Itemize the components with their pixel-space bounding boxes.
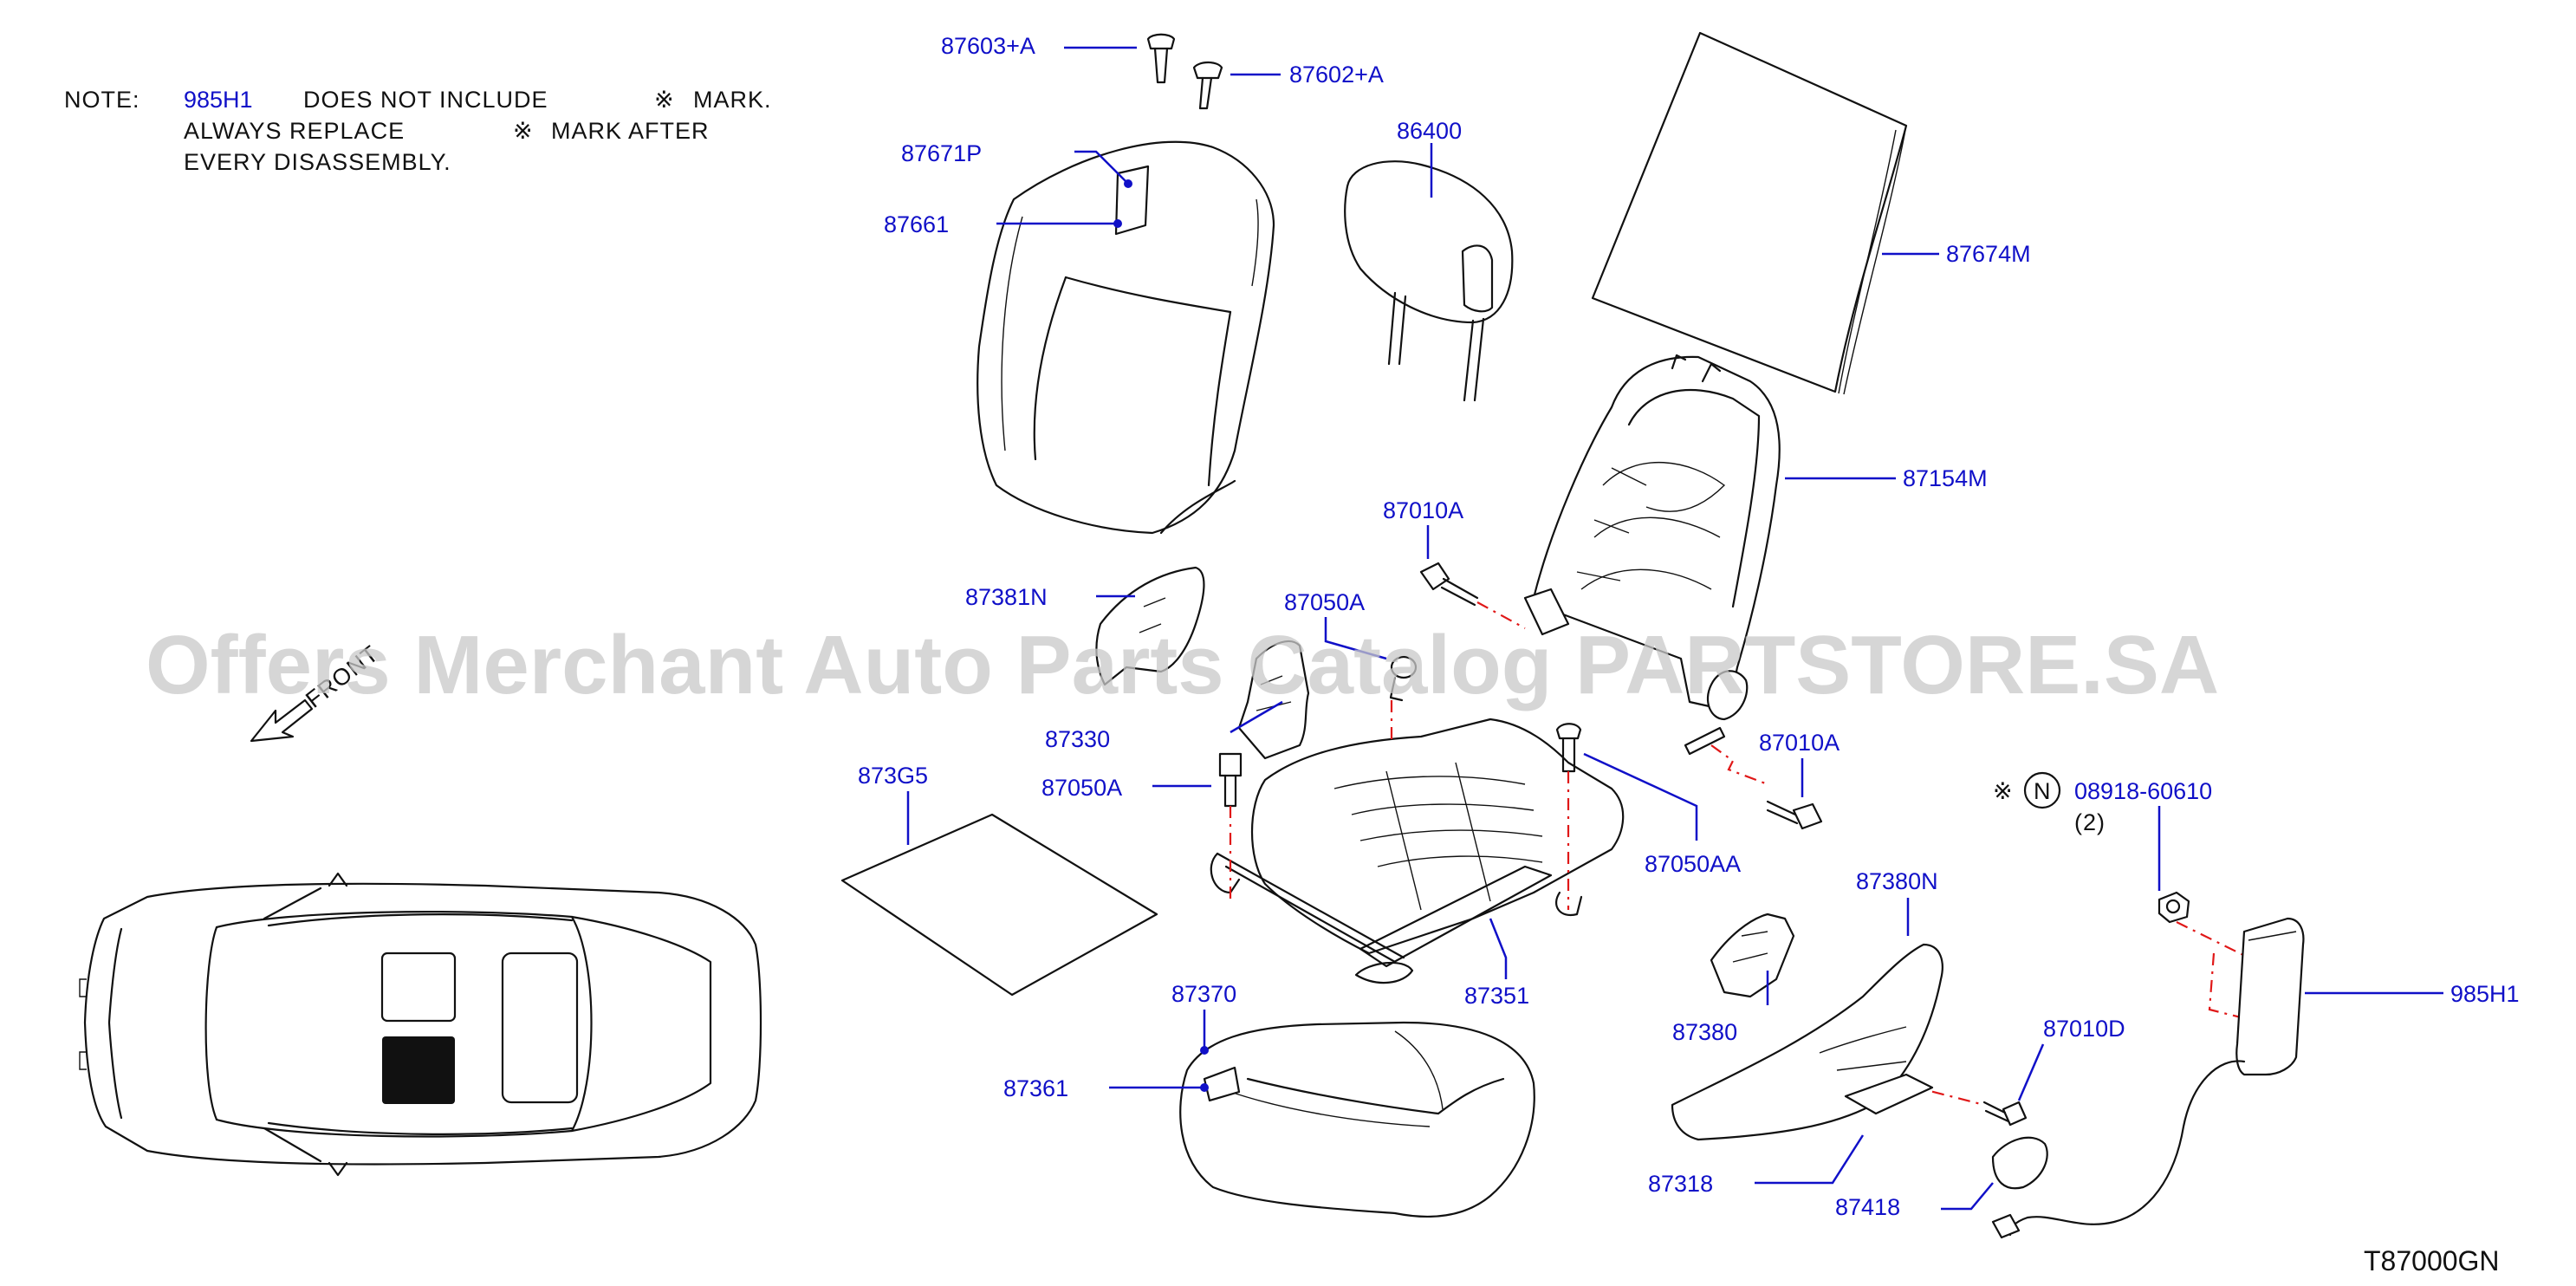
bracket-87380-icon (1710, 913, 1795, 998)
leader-lines (906, 46, 2443, 1211)
bolt-87010A-2-icon (1766, 800, 1823, 830)
bolt-87010D-icon (1982, 1101, 2028, 1127)
diagram-code: T87000GN (2364, 1245, 2500, 1276)
label-873G5[interactable]: 873G5 (858, 763, 928, 789)
label-87370[interactable]: 87370 (1171, 981, 1236, 1007)
label-87010A-2[interactable]: 87010A (1759, 730, 1840, 756)
nut-08918-icon (2157, 891, 2190, 924)
seat-back-frame-icon (1523, 354, 1781, 756)
label-87010D[interactable]: 87010D (2043, 1016, 2125, 1042)
airbag-module-icon (1991, 917, 2305, 1239)
headrest-icon (1344, 160, 1514, 402)
label-87671P[interactable]: 87671P (901, 140, 982, 166)
label-08918-mark: ※ (1993, 778, 2014, 804)
label-87330[interactable]: 87330 (1045, 726, 1110, 752)
note-line2-a: ALWAYS REPLACE (184, 118, 405, 144)
watermark: Offers Merchant Auto Parts Catalog PARTS… (146, 619, 2219, 711)
label-87050A-1[interactable]: 87050A (1284, 589, 1365, 615)
label-86400[interactable]: 86400 (1397, 118, 1462, 144)
bolt-87603A-icon (1146, 33, 1176, 84)
label-87418[interactable]: 87418 (1835, 1194, 1900, 1220)
label-87154M[interactable]: 87154M (1903, 465, 1988, 491)
pad-873G5-icon (840, 813, 1158, 997)
car-top-view-icon (79, 872, 762, 1177)
note-line1-text: DOES NOT INCLUDE (303, 87, 548, 113)
label-87674M[interactable]: 87674M (1946, 241, 2031, 267)
label-87010A-1[interactable]: 87010A (1383, 497, 1463, 523)
bolt-87050AA-icon (1555, 723, 1582, 773)
label-87661[interactable]: 87661 (884, 211, 949, 237)
back-pad-icon (1591, 31, 1908, 395)
label-985H1[interactable]: 985H1 (2450, 981, 2520, 1007)
note-line2-b: MARK AFTER (551, 118, 710, 144)
label-87381N[interactable]: 87381N (965, 584, 1048, 610)
label-87318[interactable]: 87318 (1648, 1171, 1713, 1197)
seat-cushion-cover-icon (1179, 1021, 1535, 1218)
label-87050AA[interactable]: 87050AA (1645, 851, 1741, 877)
label-87050A-2[interactable]: 87050A (1041, 775, 1122, 801)
note-block: NOTE: 985H1 DOES NOT INCLUDE ※ MARK. ALW… (64, 87, 772, 175)
note-label: NOTE: (64, 87, 140, 113)
note-mark-symbol-2: ※ (513, 118, 534, 144)
seat-back-cover-icon (977, 140, 1275, 535)
label-87603A[interactable]: 87603+A (941, 33, 1035, 59)
side-trim-87318-icon (1671, 943, 1943, 1141)
bolt-87010A-1-icon (1419, 562, 1479, 607)
note-mark-symbol: ※ (654, 87, 675, 113)
bolt-87050A-2-icon (1218, 752, 1243, 808)
note-line1-tail: MARK. (693, 87, 772, 113)
bolt-87602A-icon (1192, 61, 1223, 110)
part-labels: 87603+A 87602+A 86400 87671P 87661 87674… (858, 33, 2520, 1220)
label-08918-prefix: N (2034, 778, 2052, 804)
cover-87381N-icon (1095, 566, 1205, 686)
n-circle-icon (2023, 771, 2061, 809)
label-87380[interactable]: 87380 (1672, 1019, 1737, 1045)
guide-lines (1229, 601, 2258, 1107)
label-87351[interactable]: 87351 (1464, 983, 1529, 1009)
label-08918-qty: (2) (2074, 809, 2106, 835)
lever-87418-icon (1991, 1136, 2048, 1190)
label-87602A[interactable]: 87602+A (1289, 62, 1384, 88)
selected-seat-marker (382, 1036, 455, 1104)
note-line3: EVERY DISASSEMBLY. (184, 149, 451, 175)
label-08918-60610[interactable]: 08918-60610 (2074, 778, 2212, 804)
seat-cushion-frame-icon (1210, 718, 1625, 984)
washer-icon (1389, 655, 1418, 702)
note-ref-part[interactable]: 985H1 (184, 87, 253, 113)
label-87361[interactable]: 87361 (1003, 1075, 1068, 1101)
label-87380N[interactable]: 87380N (1856, 868, 1938, 894)
